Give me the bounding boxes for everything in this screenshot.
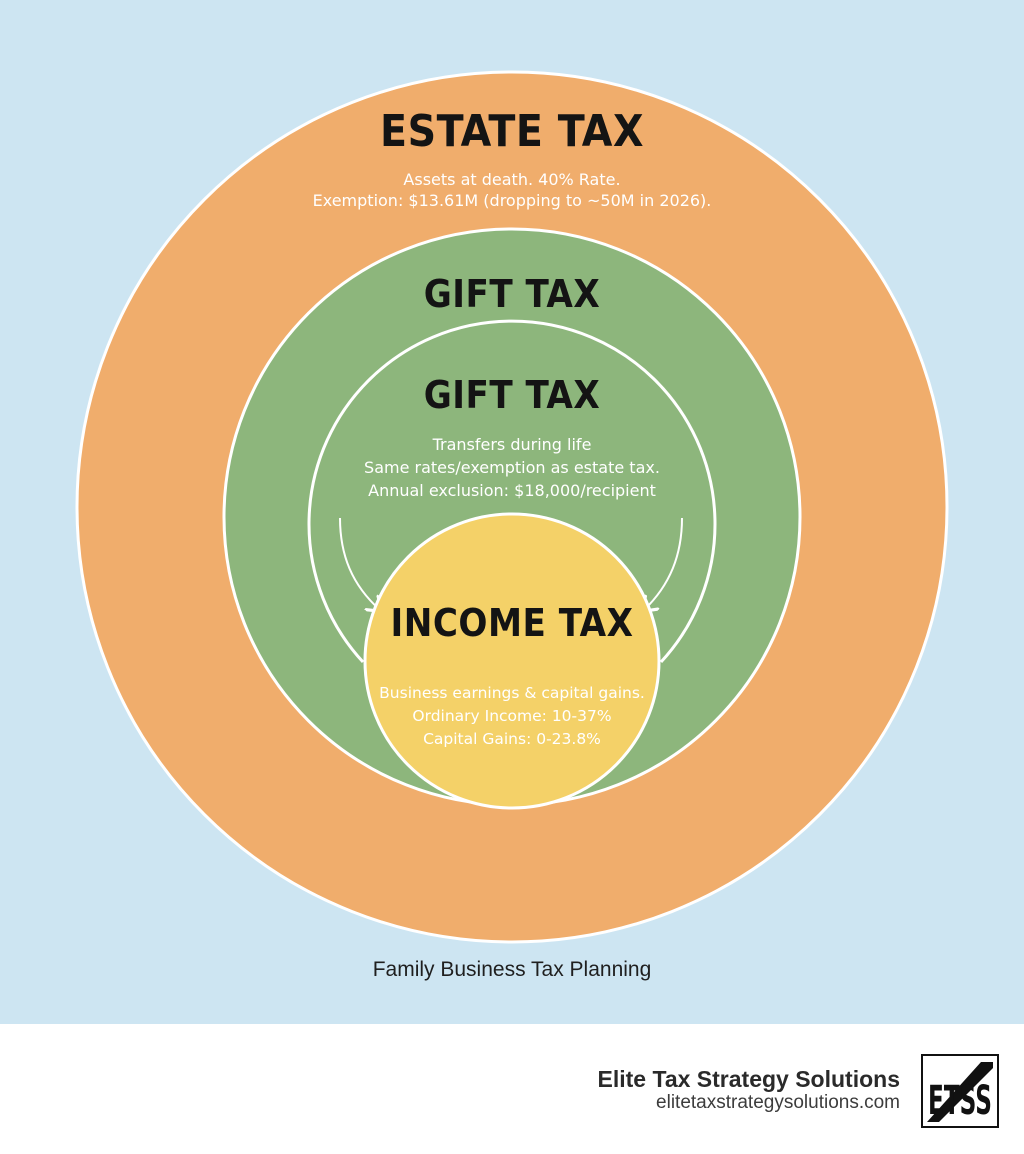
estate-line-1: Assets at death. 40% Rate. (403, 170, 621, 189)
income-tax-description: Business earnings & capital gains. Ordin… (0, 682, 1024, 751)
gift-line-1: Transfers during life (432, 435, 592, 454)
income-tax-circle (363, 512, 661, 810)
estate-line-2: Exemption: $13.61M (dropping to ~50M in … (312, 191, 712, 210)
gift-tax-description: Transfers during life Same rates/exempti… (0, 433, 1024, 502)
brand-name: Elite Tax Strategy Solutions (597, 1066, 900, 1092)
footer: Elite Tax Strategy Solutions elitetaxstr… (0, 1024, 1024, 1154)
income-tax-title: INCOME TAX (390, 601, 634, 645)
brand-block: Elite Tax Strategy Solutions elitetaxstr… (598, 1066, 900, 1114)
income-line-1: Business earnings & capital gains. (379, 684, 645, 702)
brand-url: elitetaxstrategysolutions.com (656, 1092, 900, 1113)
diagram-area: ESTATE TAX Assets at death. 40% Rate. Ex… (0, 0, 1024, 1024)
left-transfer-arrow (339, 517, 380, 610)
income-line-3: Capital Gains: 0-23.8% (423, 730, 601, 748)
gift-tax-outer-title: GIFT TAX (423, 272, 601, 316)
estate-tax-description: Assets at death. 40% Rate. Exemption: $1… (0, 169, 1024, 211)
gift-line-3: Annual exclusion: $18,000/recipient (368, 481, 656, 500)
nested-circles-diagram (75, 70, 949, 944)
diagram-caption: Family Business Tax Planning (372, 958, 652, 981)
brand-logo-icon: ETSS (921, 1054, 999, 1128)
income-line-2: Ordinary Income: 10-37% (412, 707, 612, 725)
logo-text: ETSS (928, 1078, 992, 1124)
estate-tax-title: ESTATE TAX (380, 106, 644, 157)
gift-tax-inner-arc (307, 319, 717, 664)
right-transfer-arrow (644, 517, 683, 610)
gift-tax-inner-title: GIFT TAX (423, 373, 601, 417)
gift-line-2: Same rates/exemption as estate tax. (364, 458, 660, 477)
